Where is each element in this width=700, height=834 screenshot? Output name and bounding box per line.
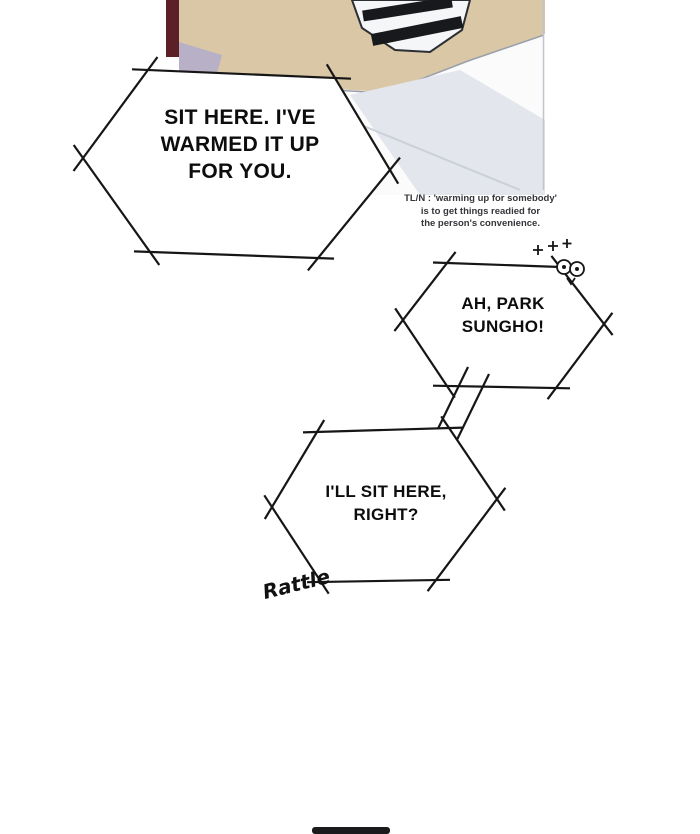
speech-bubble-3-outline bbox=[263, 415, 507, 595]
bubble-line: I'LL SIT HERE, bbox=[325, 482, 447, 501]
bubble-line: FOR YOU. bbox=[188, 160, 292, 183]
translator-note: TL/N : 'warming up for somebody' is to g… bbox=[383, 193, 578, 231]
speech-bubble-1-outline bbox=[72, 56, 401, 272]
black-arm-band bbox=[370, 16, 464, 46]
maroon-wall-strip bbox=[166, 0, 179, 57]
speech-bubble-2-text: AH, PARK SUNGHO! bbox=[418, 292, 588, 338]
bubble-line: RIGHT? bbox=[353, 505, 419, 524]
speech-bubble-3-text: I'LL SIT HERE, RIGHT? bbox=[291, 480, 481, 526]
bubble-line: SUNGHO! bbox=[461, 317, 545, 336]
bubble-line: AH, PARK bbox=[461, 294, 545, 313]
translator-note-line: the person's convenience. bbox=[421, 218, 540, 229]
black-arm-band bbox=[362, 0, 453, 22]
bubble-line: SIT HERE. I'VE bbox=[164, 106, 316, 129]
startled-face-doodle-icon bbox=[533, 239, 585, 286]
bubble-line: WARMED IT UP bbox=[160, 133, 320, 156]
translator-note-line: TL/N : 'warming up for somebody' bbox=[404, 193, 557, 204]
speech-bubble-1-text: SIT HERE. I'VE WARMED IT UP FOR YOU. bbox=[110, 104, 370, 185]
translator-note-line: is to get things readied for bbox=[420, 205, 541, 217]
next-panel-peek bbox=[312, 827, 390, 834]
bedding-shadow bbox=[350, 70, 545, 195]
